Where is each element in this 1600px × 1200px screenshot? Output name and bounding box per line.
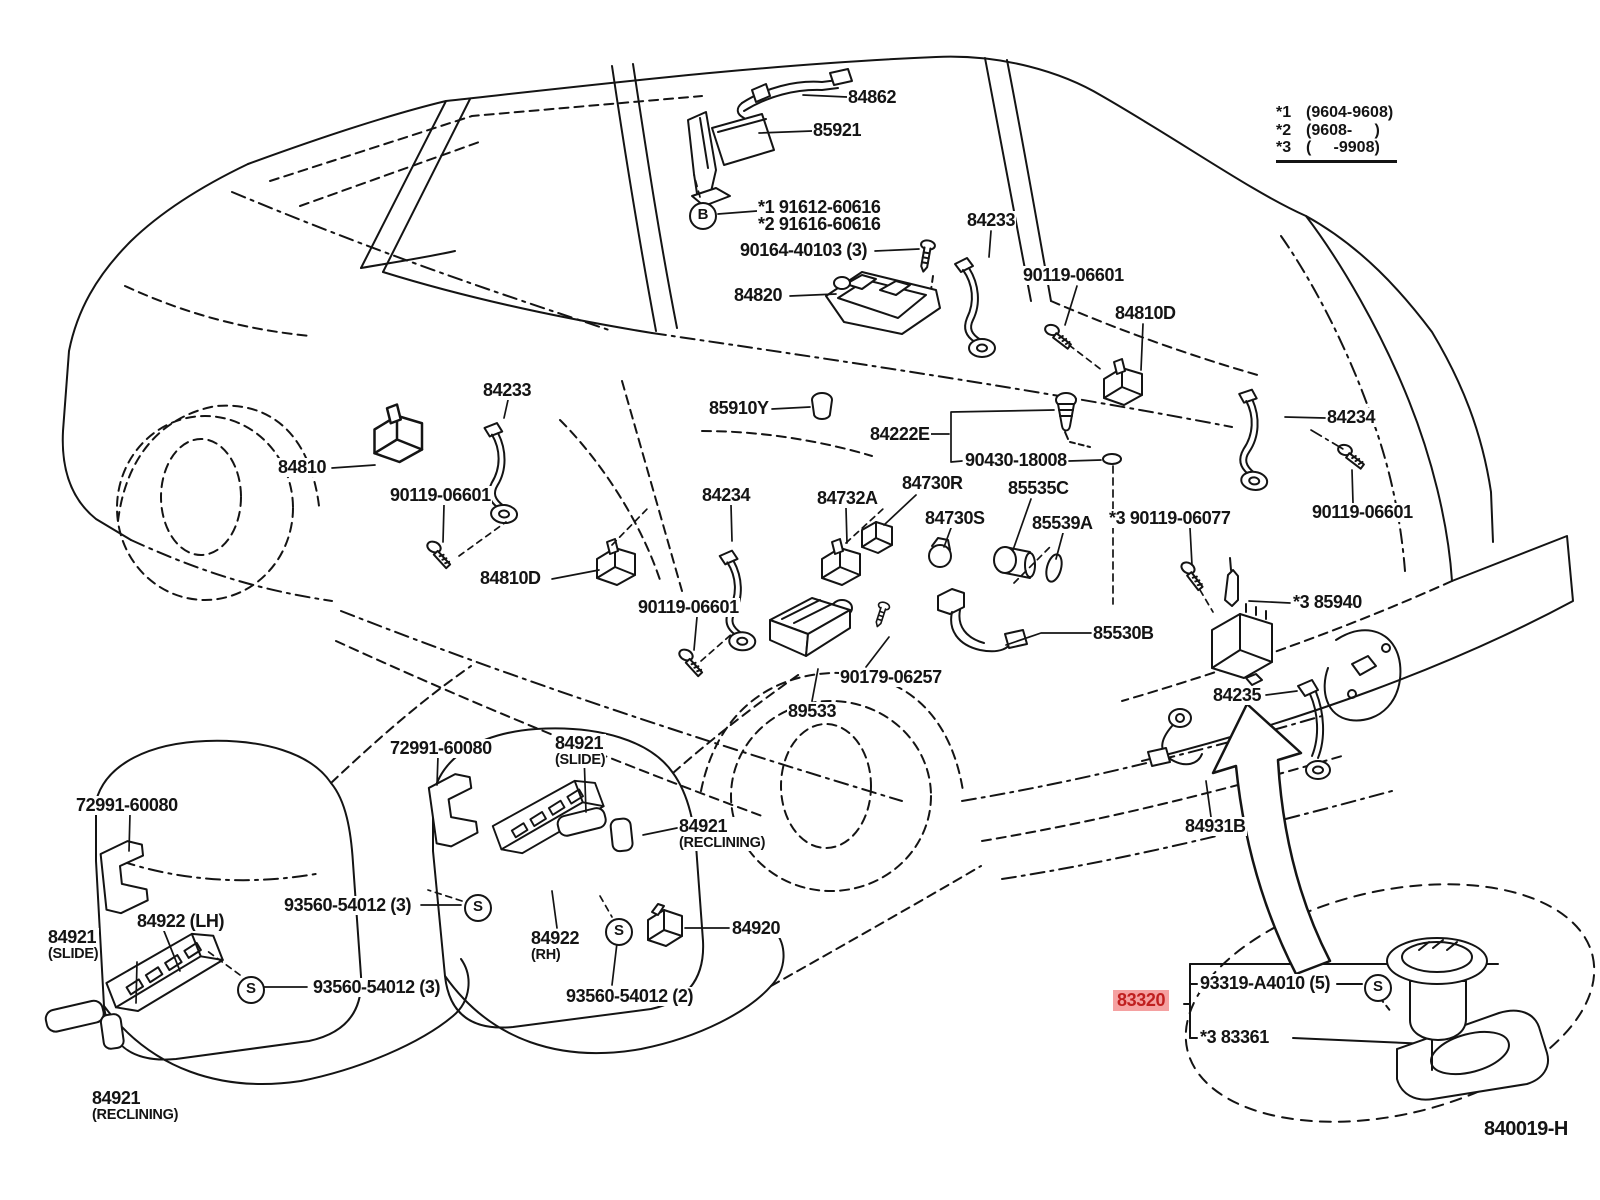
part-label-84810D: 84810D [1114, 303, 1177, 323]
part-label--3-90119-06077: *3 90119-06077 [1108, 508, 1232, 528]
part-label-93560-54012-3-: 93560-54012 (3) [312, 977, 442, 997]
part-label-84810D: 84810D [479, 568, 542, 588]
part-label-85910Y: 85910Y [708, 398, 770, 418]
part-label--3-85940: *3 85940 [1292, 592, 1363, 612]
circled-s-symbol: S [605, 918, 633, 946]
part-label-sub: (RH) [531, 946, 561, 963]
part-label-84810: 84810 [277, 457, 328, 477]
circled-s-symbol: S [1364, 974, 1392, 1002]
part-label-84730S: 84730S [924, 508, 986, 528]
part-label-90119-06601: 90119-06601 [637, 597, 740, 617]
part-glyphs [44, 68, 1369, 1050]
leader-lines [128, 94, 1354, 1004]
part-label-84732A: 84732A [816, 488, 879, 508]
part-label-72991-60080: 72991-60080 [389, 738, 493, 758]
part-label-84730R: 84730R [901, 473, 964, 493]
part-label--1-91612-60616: *1 91612-60616 [757, 197, 882, 217]
part-label-90430-18008: 90430-18008 [964, 450, 1068, 470]
part-label-90119-06601: 90119-06601 [1311, 502, 1414, 522]
second-row-seats [95, 665, 982, 1085]
legend-marker: *2 [1276, 121, 1292, 139]
part-label-90119-06601: 90119-06601 [1022, 265, 1125, 285]
legend-row: *1 (9604-9608) [1276, 104, 1393, 122]
part-label-84931B: 84931B [1184, 816, 1247, 836]
legend-range: (9604-9608) [1306, 104, 1394, 121]
part-label-85530B: 85530B [1092, 623, 1155, 643]
part-label-sub: (SLIDE) [48, 945, 99, 962]
part-label-84921: 84921(RECLINING) [91, 1088, 180, 1124]
part-label-sub: (RECLINING) [92, 1106, 179, 1123]
part-label-85539A: 85539A [1031, 513, 1094, 533]
part-label-90119-06601: 90119-06601 [389, 485, 492, 505]
legend-marker: *3 [1276, 139, 1292, 157]
part-label-93319-A4010-5-: 93319-A4010 (5) [1199, 973, 1332, 993]
part-label-93560-54012-3-: 93560-54012 (3) [283, 895, 413, 915]
part-label-84921: 84921(SLIDE) [47, 927, 100, 963]
part-label-72991-60080: 72991-60080 [75, 795, 179, 815]
part-label-90179-06257: 90179-06257 [839, 667, 943, 687]
date-range-legend: *1 (9604-9608) *2 (9608- ) *3 ( -9908) [1276, 104, 1398, 163]
part-label-83320: 83320 [1113, 990, 1170, 1011]
part-label-84922-LH-: 84922 (LH) [136, 911, 226, 931]
part-label-89533: 89533 [787, 701, 838, 721]
part-label-84233: 84233 [482, 380, 533, 400]
part-label-sub: (SLIDE) [555, 751, 606, 768]
part-label-85921: 85921 [812, 120, 863, 140]
part-label-93560-54012-2-: 93560-54012 (2) [565, 986, 695, 1006]
part-label-84921: 84921(SLIDE) [554, 733, 607, 769]
legend-row: *3 ( -9908) [1276, 139, 1393, 157]
part-label-84233: 84233 [966, 210, 1017, 230]
part-label-84920: 84920 [731, 918, 782, 938]
circled-b-symbol: B [689, 202, 717, 230]
drawing-number: 840019-H [1484, 1118, 1568, 1140]
part-label-84922: 84922(RH) [530, 928, 581, 964]
part-label-85535C: 85535C [1007, 478, 1070, 498]
part-label-84234: 84234 [1326, 407, 1377, 427]
part-label--3-83361: *3 83361 [1199, 1027, 1270, 1047]
part-label-84862: 84862 [847, 87, 898, 107]
part-label-84235: 84235 [1212, 685, 1263, 705]
fuel-pump-inset [1183, 883, 1596, 1123]
part-label-84222E: 84222E [869, 424, 931, 444]
part-label-90164-40103-3-: 90164-40103 (3) [739, 240, 869, 260]
circled-s-symbol: S [237, 976, 265, 1004]
circled-s-symbol: S [464, 894, 492, 922]
part-label-84921: 84921(RECLINING) [678, 816, 767, 852]
part-label--2-91616-60616: *2 91616-60616 [757, 214, 882, 234]
legend-range: ( -9908) [1306, 139, 1380, 157]
part-label-84234: 84234 [701, 485, 752, 505]
legend-marker: *1 [1276, 104, 1292, 121]
legend-range: (9608- ) [1306, 121, 1380, 139]
location-arrow [1211, 702, 1332, 976]
part-label-sub: (RECLINING) [679, 834, 766, 851]
part-label-84820: 84820 [733, 285, 784, 305]
legend-row: *2 (9608- ) [1276, 122, 1393, 140]
